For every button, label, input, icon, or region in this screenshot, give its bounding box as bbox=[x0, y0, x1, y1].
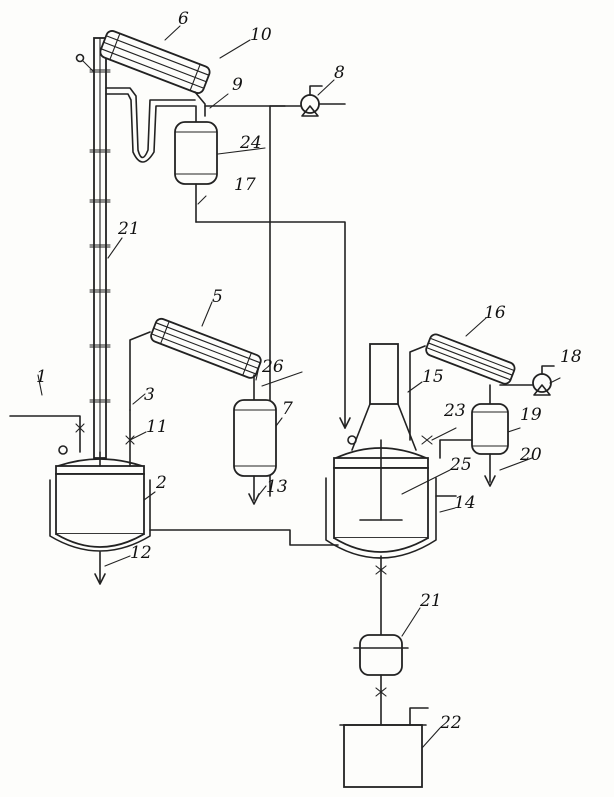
label-20: 20 bbox=[519, 445, 542, 465]
condenser-16 bbox=[409, 333, 516, 441]
leader-lines bbox=[37, 25, 561, 749]
label-4: 21 bbox=[117, 219, 140, 239]
label-26: 26 bbox=[261, 357, 284, 377]
label-14: 14 bbox=[454, 493, 476, 513]
label-22: 22 bbox=[439, 713, 462, 733]
label-3: 3 bbox=[144, 385, 155, 405]
label-19: 19 bbox=[520, 405, 542, 425]
label-16: 16 bbox=[484, 303, 506, 323]
label-24: 24 bbox=[239, 133, 262, 153]
label-7: 7 bbox=[282, 399, 293, 419]
label-1: 1 bbox=[36, 367, 47, 387]
label-9: 9 bbox=[232, 75, 243, 95]
label-25: 25 bbox=[449, 455, 472, 475]
label-13: 13 bbox=[266, 477, 288, 497]
label-6: 6 bbox=[178, 9, 189, 29]
label-12: 12 bbox=[130, 543, 152, 563]
reactor-2 bbox=[9, 409, 339, 585]
tank-22 bbox=[339, 707, 429, 788]
label-15: 15 bbox=[422, 367, 444, 387]
label-17: 17 bbox=[234, 175, 256, 195]
condenser-5 bbox=[129, 317, 262, 411]
label-2: 2 bbox=[155, 473, 167, 493]
label-11: 11 bbox=[146, 417, 168, 437]
vessel-21 bbox=[353, 634, 409, 726]
label-21: 21 bbox=[419, 591, 442, 611]
reactor-14 bbox=[325, 343, 457, 636]
label-10: 10 bbox=[250, 25, 272, 45]
column-21 bbox=[75, 37, 111, 459]
receiver-7 bbox=[233, 374, 277, 505]
receiver-19 bbox=[421, 384, 509, 487]
label-23: 23 bbox=[443, 401, 466, 421]
vacuum-pump-8 bbox=[269, 85, 346, 117]
label-8: 8 bbox=[334, 63, 345, 83]
label-5: 5 bbox=[212, 287, 223, 307]
label-18: 18 bbox=[560, 347, 582, 367]
condenser-6 bbox=[99, 30, 286, 163]
